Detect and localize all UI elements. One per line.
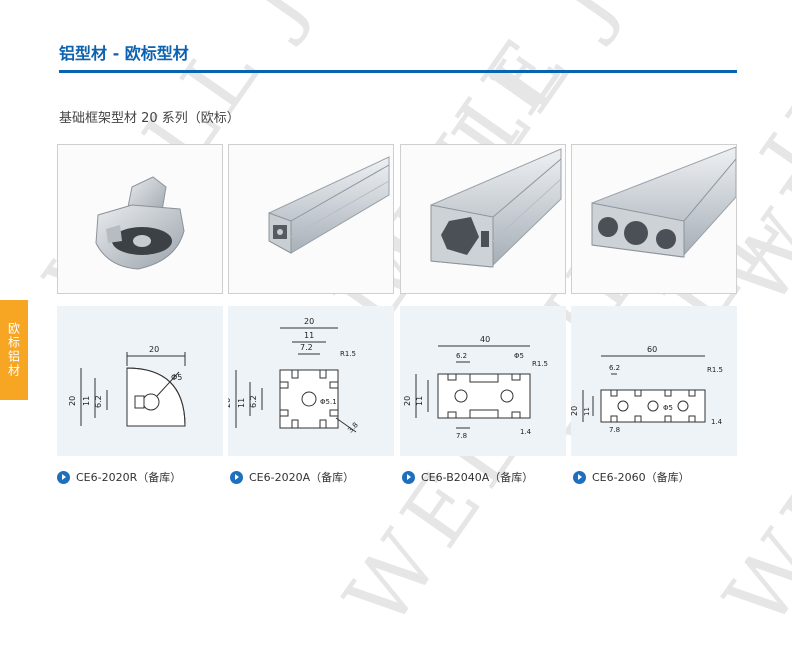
dim-inner-h: 11 [237,398,246,408]
dim-inner-h: 11 [82,396,91,406]
product-caption[interactable]: CE6-B2040A（备库） [402,469,533,485]
drawing-2020a: 20 11 7.2 R1.5 20 11 6.2 Φ5.1 3.8 [223,306,394,456]
dim-height: 20 [571,406,579,416]
side-tab-label: 欧标铝材 [6,322,21,378]
dim-height: 20 [228,398,232,408]
drawing-2020r: 20 20 11 6.2 Φ5 [57,306,223,456]
play-icon [230,470,243,484]
dim-width: 20 [149,345,159,354]
title-divider [59,70,737,73]
dim-slot2: 6.2 [249,395,258,408]
product-photo-b2040a [400,144,566,294]
dim-radius: R1.5 [707,366,723,374]
drawing-b2040a: 40 6.2 Φ5 R1.5 20 11 7.8 1.4 [400,306,566,456]
dim-width: 60 [647,345,657,354]
dim-height: 20 [68,396,77,406]
dim-slot: 6.2 [456,352,467,360]
page-title: 铝型材 - 欧标型材 [59,44,189,63]
dim-inner-h: 11 [583,407,591,416]
product-caption[interactable]: CE6-2020A（备库） [230,469,354,485]
dim-radius: R1.5 [340,350,356,358]
dim-slot: 6.2 [94,395,103,408]
product-code: CE6-2060（备库） [592,471,690,484]
drawing-2060: 60 6.2 R1.5 20 11 7.8 Φ5 1.4 [570,306,737,456]
product-caption[interactable]: CE6-2020R（备库） [57,469,181,485]
section-subtitle: 基础框架型材 20 系列（欧标） [59,111,240,126]
dim-slot: 7.2 [300,343,313,352]
side-category-tab[interactable]: 欧标铝材 [0,300,28,400]
product-photo-2060 [571,144,737,294]
dim-bottom: 7.8 [456,432,467,440]
dim-inner-h: 11 [415,396,424,406]
dim-hole: Φ5.1 [320,398,337,406]
play-icon [573,470,586,484]
dim-slot: 6.2 [609,364,620,372]
dim-height: 20 [403,396,412,406]
play-icon [57,470,70,484]
dim-wall: 1.4 [711,418,723,426]
product-code: CE6-B2040A（备库） [421,471,534,484]
dim-width: 40 [480,335,490,344]
dim-hole: Φ5 [514,352,524,360]
dim-top: 11 [304,331,314,340]
dim-wall: 1.4 [520,428,532,436]
product-caption[interactable]: CE6-2060（备库） [573,469,690,485]
product-code: CE6-2020R（备库） [76,471,182,484]
product-photo-2020a [228,144,394,294]
product-code: CE6-2020A（备库） [249,471,355,484]
product-photo-2020r [57,144,223,294]
dim-bottom: 7.8 [609,426,620,434]
dim-hole: Φ5 [663,404,673,412]
dim-radius: R1.5 [532,360,548,368]
dim-wall: 3.8 [346,421,360,435]
dim-hole: Φ5 [171,373,182,382]
play-icon [402,470,415,484]
dim-width: 20 [304,317,314,326]
